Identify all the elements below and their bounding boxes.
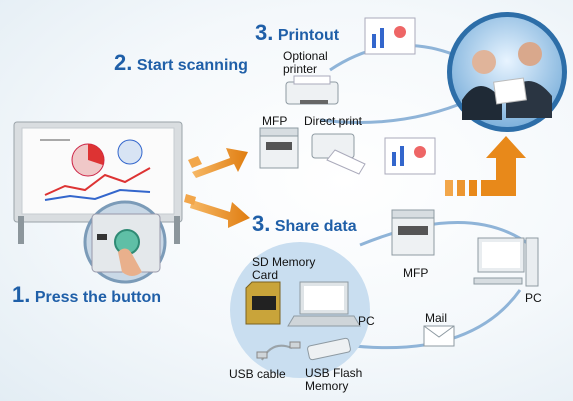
- label-line: USB Flash: [305, 366, 363, 380]
- label-line: Memory: [305, 379, 349, 393]
- direct-print-icon: [311, 133, 366, 175]
- step-share-data: 3. Share data: [252, 211, 357, 237]
- step-printout: 3. Printout: [255, 20, 339, 46]
- desktop-pc-icon: [473, 237, 539, 287]
- label-line: Card: [252, 268, 279, 282]
- whiteboard-icon: [13, 121, 183, 244]
- people-photo-icon: [447, 12, 567, 132]
- arrow-to-share: [184, 194, 250, 228]
- document-icon: [364, 17, 436, 175]
- usb-cable-icon: [256, 341, 301, 361]
- mail-icon: [423, 325, 455, 347]
- step-number: 3.: [255, 20, 274, 45]
- sd-card-icon: [245, 281, 281, 325]
- button-panel-icon: [83, 200, 167, 284]
- label-usb-flash: USB Flash Memory: [305, 367, 362, 393]
- step-text: Printout: [277, 27, 340, 44]
- step-start-scanning: 2. Start scanning: [114, 50, 248, 76]
- label-line: SD Memory: [252, 255, 316, 269]
- mfp-share-icon: [391, 209, 435, 256]
- label-mail: Mail: [425, 311, 448, 325]
- step-number: 2.: [114, 50, 133, 75]
- label-line: printer: [283, 62, 318, 76]
- step-number: 1.: [12, 282, 31, 307]
- label-mfp-share: MFP: [403, 266, 429, 280]
- label-mfp-print: MFP: [262, 114, 288, 128]
- usb-flash-icon: [307, 337, 351, 361]
- step-text: Press the button: [34, 289, 162, 306]
- label-pc-local: PC: [358, 314, 375, 328]
- arrow-to-people: [445, 136, 526, 196]
- step-text: Share data: [274, 218, 357, 235]
- label-optional-printer: Optional printer: [283, 50, 328, 76]
- label-sd-card: SD Memory Card: [252, 256, 315, 282]
- step-text: Start scanning: [136, 57, 248, 74]
- step-number: 3.: [252, 211, 271, 236]
- label-direct-print: Direct print: [304, 114, 363, 128]
- step-press-button: 1. Press the button: [12, 282, 161, 308]
- mfp-icon: [259, 127, 299, 169]
- label-usb-cable: USB cable: [229, 367, 286, 381]
- printer-icon: [285, 75, 339, 105]
- laptop-icon: [287, 281, 361, 327]
- label-pc-network: PC: [525, 291, 542, 305]
- arrow-to-print: [188, 148, 248, 178]
- label-line: Optional: [283, 49, 328, 63]
